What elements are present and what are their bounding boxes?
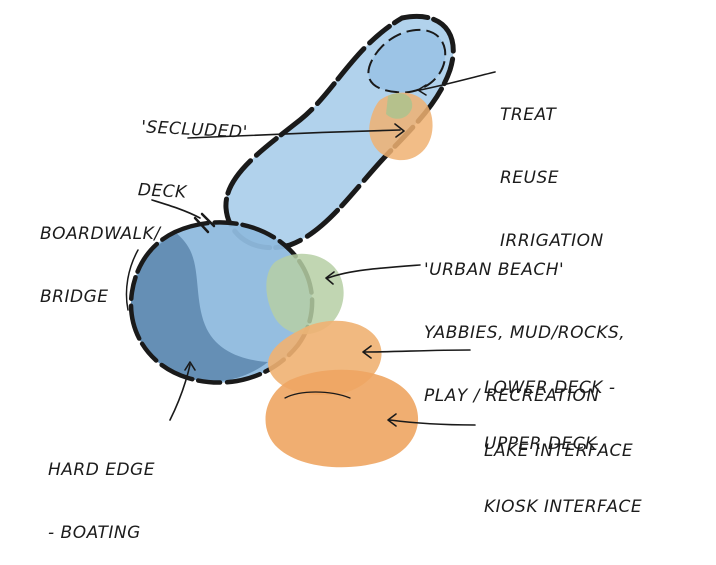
label-hard-edge: HARD EDGE - BOATING <box>48 418 155 565</box>
label-treat-line2: REUSE <box>500 168 604 189</box>
label-hard-edge-line1: HARD EDGE <box>48 460 155 481</box>
label-urban-beach-line1: 'URBAN BEACH' <box>424 260 625 281</box>
label-boardwalk-line1: BOARDWALK/ <box>40 224 161 245</box>
label-upper-deck: UPPER DECK KIOSK INTERFACE <box>484 392 642 539</box>
label-boardwalk-bridge: BOARDWALK/ BRIDGE <box>40 182 161 329</box>
label-secluded-deck-line1: 'SECLUDED' <box>141 117 249 144</box>
label-hard-edge-line2: - BOATING <box>48 523 155 544</box>
label-treat-line1: TREAT <box>500 105 604 126</box>
upper-deck-area <box>266 370 419 468</box>
label-upper-deck-line2: KIOSK INTERFACE <box>484 497 642 518</box>
label-boardwalk-line2: BRIDGE <box>40 287 161 308</box>
label-upper-deck-line1: UPPER DECK <box>484 434 642 455</box>
